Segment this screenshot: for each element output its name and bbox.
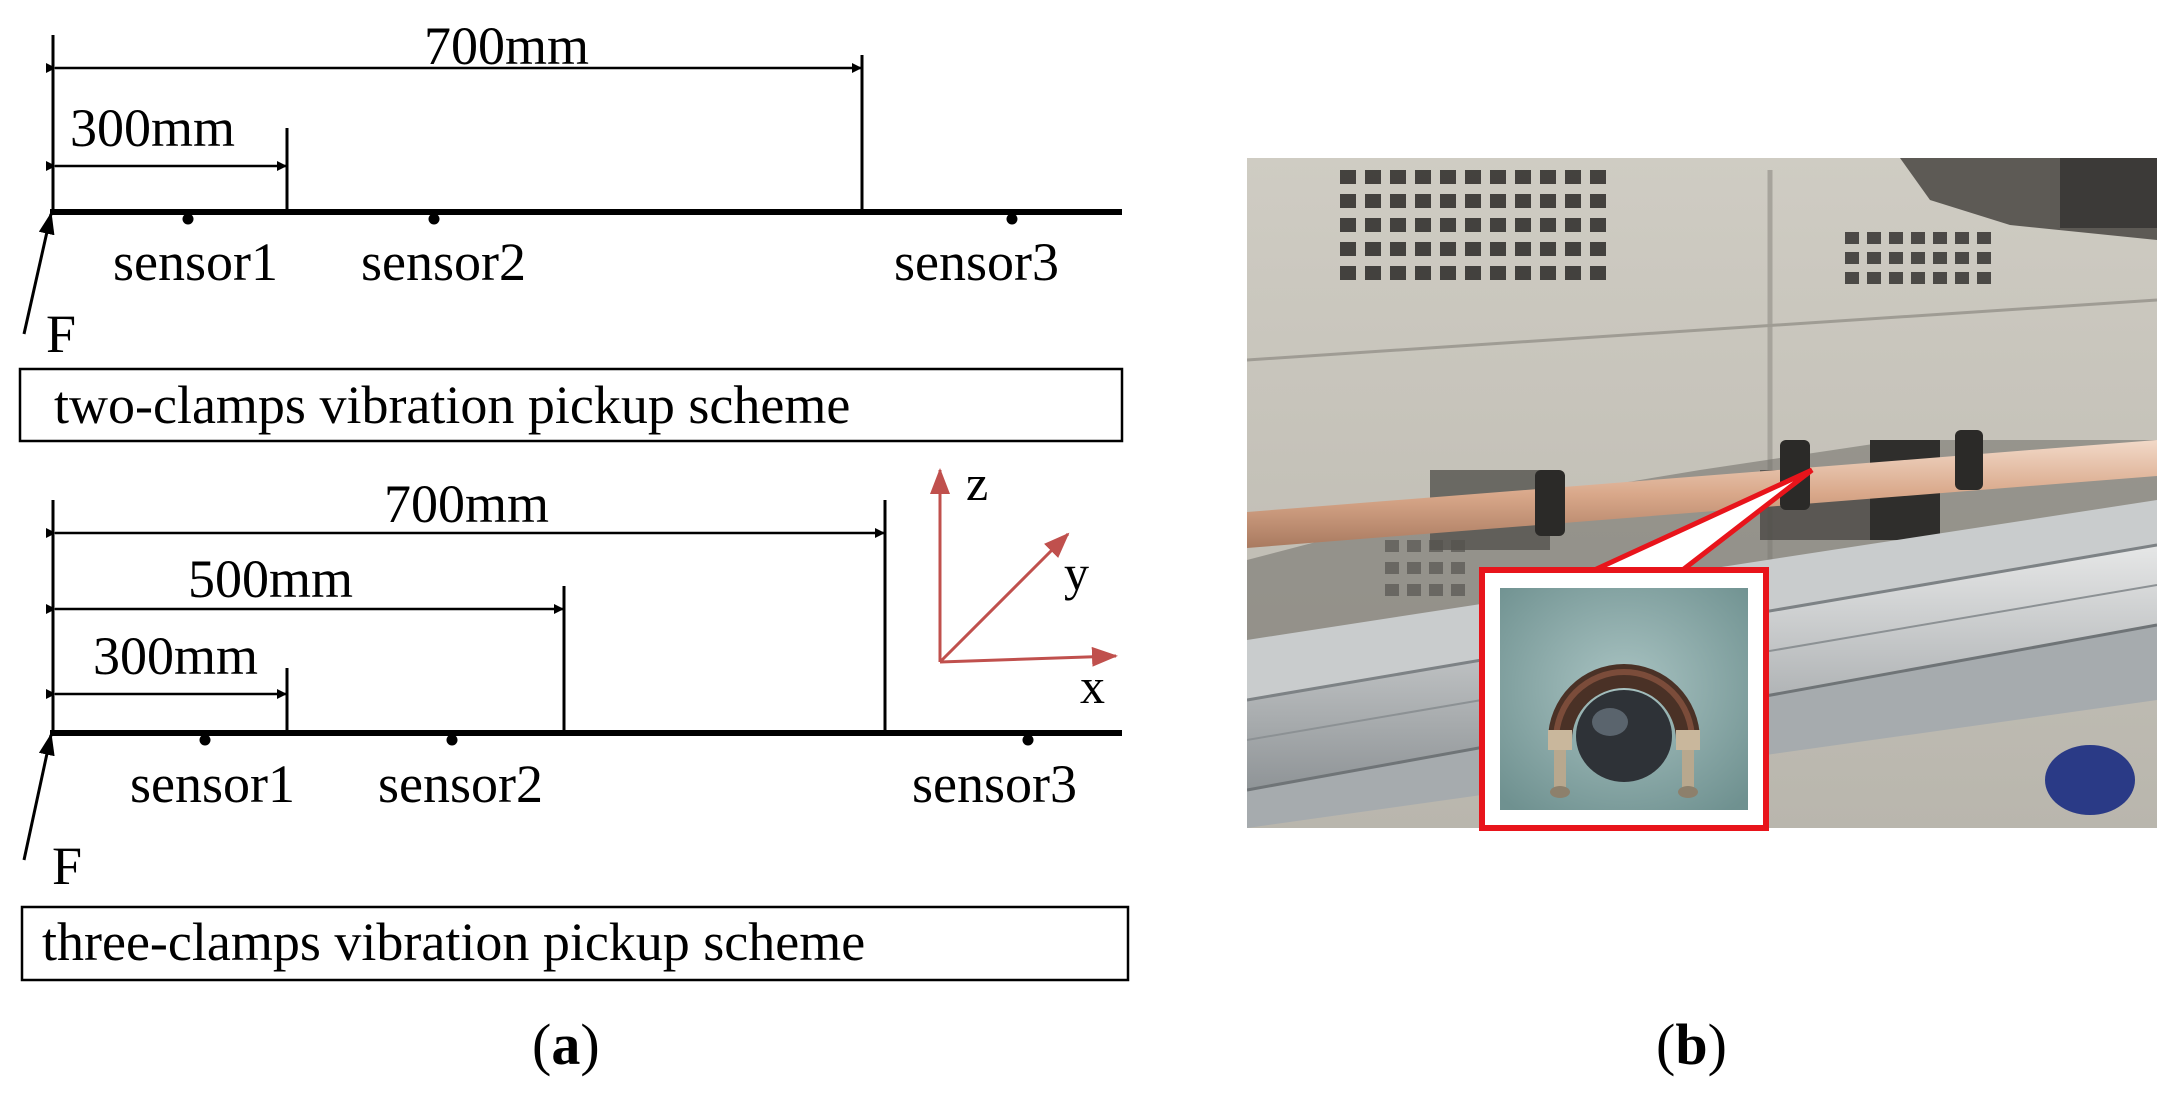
- panel-label-a: (a): [532, 1012, 600, 1077]
- dimension-label: 300mm: [93, 626, 258, 686]
- force-arrow: [22, 212, 55, 335]
- dimension-label: 500mm: [188, 549, 353, 609]
- force-arrow: [22, 733, 55, 861]
- axis-x-label: x: [1080, 658, 1105, 714]
- scheme-caption-box: [18, 367, 1124, 443]
- sensor-label: sensor1: [130, 754, 295, 814]
- sensor-label: sensor1: [113, 232, 278, 292]
- sensor-label: sensor2: [361, 232, 526, 292]
- dimension-label: 700mm: [424, 16, 589, 76]
- sensor-dot: [1022, 734, 1034, 746]
- scheme-caption: two-clamps vibration pickup scheme: [54, 375, 850, 435]
- sensor-label: sensor2: [378, 754, 543, 814]
- panel-label-b: (b): [1656, 1012, 1727, 1077]
- sensor-dot: [182, 213, 194, 225]
- axis-x: [939, 646, 1118, 667]
- scheme-caption-box: [20, 905, 1130, 982]
- coordinate-axes: z y x: [930, 455, 1118, 714]
- sensor-label: sensor3: [894, 232, 1059, 292]
- sensor-dot: [1006, 213, 1018, 225]
- dimension-label: 700mm: [384, 474, 549, 534]
- three-clamps-diagram: 700mm 500mm 300mm sensor1 sensor2 sensor…: [20, 474, 1130, 982]
- dimension-label: 300mm: [70, 98, 235, 158]
- panel-letter: b: [1675, 1012, 1707, 1077]
- sensor-label: sensor3: [912, 754, 1077, 814]
- axis-y: [938, 532, 1070, 664]
- installation-photo: [1247, 158, 2157, 831]
- clamp-sensor-closeup: [1500, 588, 1748, 810]
- svg-text:(a): (a): [532, 1012, 600, 1077]
- force-label: F: [52, 836, 82, 896]
- two-clamps-diagram: 700mm 300mm sensor1 sensor2 sensor3 F tw…: [18, 16, 1124, 443]
- axis-y-label: y: [1064, 545, 1089, 601]
- panel-letter: a: [551, 1012, 580, 1077]
- force-label: F: [46, 304, 76, 364]
- sensor-dot: [428, 213, 440, 225]
- sensor-dot: [199, 734, 211, 746]
- svg-text:(b): (b): [1656, 1012, 1727, 1077]
- sensor-dot: [446, 734, 458, 746]
- scheme-caption: three-clamps vibration pickup scheme: [42, 912, 865, 972]
- axis-z-label: z: [966, 455, 988, 511]
